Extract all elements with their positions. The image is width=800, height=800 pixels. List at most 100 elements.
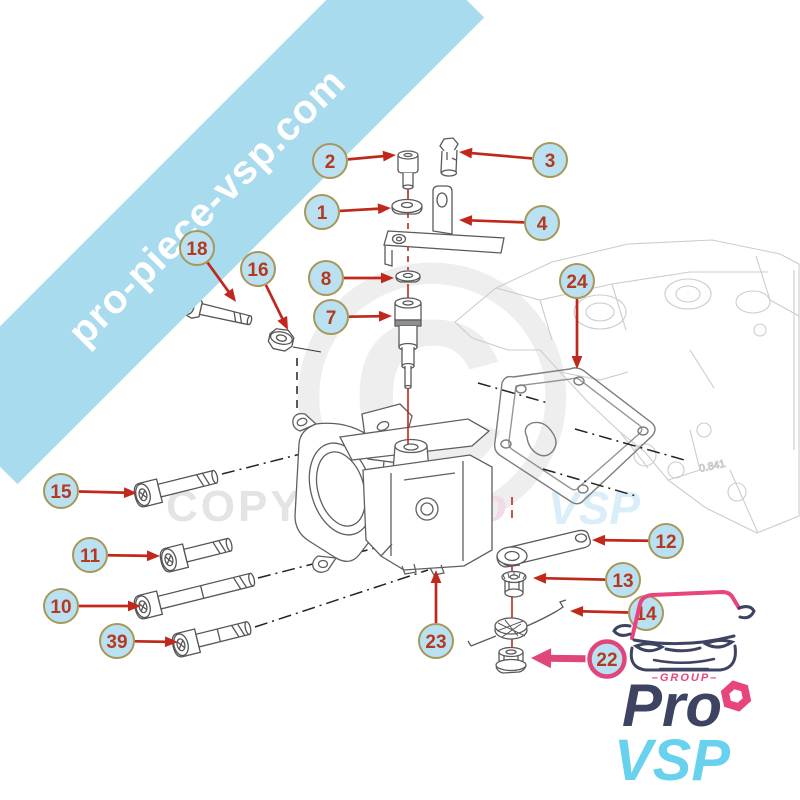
part-spring-14: [467, 599, 567, 647]
callout-number: 1: [317, 203, 328, 224]
callout-arrow-line: [467, 218, 525, 224]
callout-23: 23: [418, 570, 454, 659]
callout-arrowhead: [531, 648, 552, 669]
callout-7: 7: [313, 299, 392, 335]
provsp-logo: –GROUP– Pro VSP: [612, 589, 756, 788]
bottom-linkage: [467, 529, 591, 674]
callout-arrow-line: [348, 314, 384, 319]
callout-circle: [179, 230, 215, 266]
callout-arrow-line: [339, 207, 383, 213]
callout-arrow-line: [264, 284, 286, 323]
callout-number: 7: [326, 308, 337, 329]
callout-number: 2: [325, 152, 336, 173]
callout-circle: [605, 562, 641, 598]
callout-circle: [587, 639, 627, 679]
part-bolt-15: [133, 469, 219, 508]
callout-4: 4: [459, 205, 560, 241]
callout-circle: [72, 537, 108, 573]
callout-arrow-line: [578, 609, 629, 614]
nut-axis-line: [292, 346, 322, 353]
callout-circle: [312, 143, 348, 179]
callout-number: 14: [635, 604, 657, 625]
callout-arrowhead: [459, 215, 473, 226]
callout-13: 13: [533, 562, 641, 598]
callout-arrow-line: [134, 639, 170, 644]
callout-15: 15: [43, 473, 137, 509]
callout-24: 24: [559, 263, 595, 369]
callout-circle: [524, 205, 560, 241]
callout-22-highlighted: 22: [531, 639, 627, 679]
part-nut-22: [495, 646, 527, 674]
car-roof-line: [630, 589, 741, 640]
callout-number: 3: [545, 151, 556, 172]
callout-arrow-line: [467, 151, 533, 160]
callout-arrow-line: [78, 490, 129, 495]
callout-arrowhead: [123, 487, 137, 499]
callout-arrow-line: [541, 576, 606, 581]
part-bolt-2: [397, 150, 419, 190]
part-housing-23: [292, 403, 493, 576]
callout-circle: [240, 251, 276, 287]
callout-arrowhead: [146, 550, 160, 562]
callout-11: 11: [72, 537, 160, 573]
part-bolt-10: [133, 572, 256, 620]
callout-circle: [43, 473, 79, 509]
logo-vsp-text: VSP: [614, 728, 730, 788]
callout-arrowhead: [430, 570, 442, 583]
logo-group-text: –GROUP–: [652, 672, 719, 684]
mounting-bolts: [133, 469, 256, 658]
callout-number: 11: [80, 546, 101, 567]
callout-circle: [99, 623, 135, 659]
callout-number: 12: [655, 532, 676, 553]
callout-arrowhead: [378, 310, 392, 322]
callout-arrowhead: [277, 315, 288, 330]
callout-number: 18: [186, 239, 207, 260]
callout-number: 24: [566, 272, 588, 293]
top-assembly: [383, 137, 505, 390]
callout-arrowhead: [382, 150, 396, 162]
callout-8: 8: [308, 260, 394, 296]
car-outline: [612, 589, 756, 672]
callout-2: 2: [312, 143, 396, 179]
callout-10: 10: [43, 588, 141, 624]
callout-16: 16: [240, 251, 288, 330]
callout-circle: [559, 263, 595, 299]
part-link-12: [496, 529, 591, 568]
callout-number: 13: [612, 571, 633, 592]
callout-number: 39: [106, 632, 127, 653]
part-stud-3: [439, 137, 459, 177]
callout-number: 23: [425, 632, 446, 653]
part-lever-arm-4: [383, 185, 505, 267]
callout-circle: [648, 523, 684, 559]
callout-number: 16: [247, 260, 268, 281]
callout-arrowhead: [164, 636, 178, 648]
callout-circle: [308, 260, 344, 296]
part-nut-16: [267, 328, 295, 352]
part-bolt-39: [171, 620, 252, 658]
logo-hexagon-nut-icon: [720, 680, 752, 712]
callout-number: 4: [537, 214, 548, 235]
callout-circle: [418, 623, 454, 659]
callout-arrowhead: [570, 605, 584, 617]
callout-circle: [532, 142, 568, 178]
callout-arrow-line: [347, 154, 388, 161]
callout-12: 12: [592, 523, 684, 559]
callout-number: 8: [321, 269, 332, 290]
callout-arrowhead: [377, 203, 391, 215]
callout-arrow-line: [600, 538, 649, 543]
callout-arrowhead: [381, 272, 394, 284]
callout-39: 39: [99, 623, 178, 659]
part-gasket-24: [493, 367, 656, 505]
callout-circle: [43, 588, 79, 624]
part-bolt-11: [159, 537, 233, 573]
callout-18: 18: [179, 230, 236, 302]
callout-number: 22: [596, 650, 617, 671]
cylinder-head-background: 0.841: [454, 239, 800, 534]
callout-arrow-line: [546, 654, 586, 663]
callout-number: 10: [50, 597, 71, 618]
logo-pro-text: Pro: [622, 672, 722, 739]
callout-3: 3: [459, 142, 568, 178]
